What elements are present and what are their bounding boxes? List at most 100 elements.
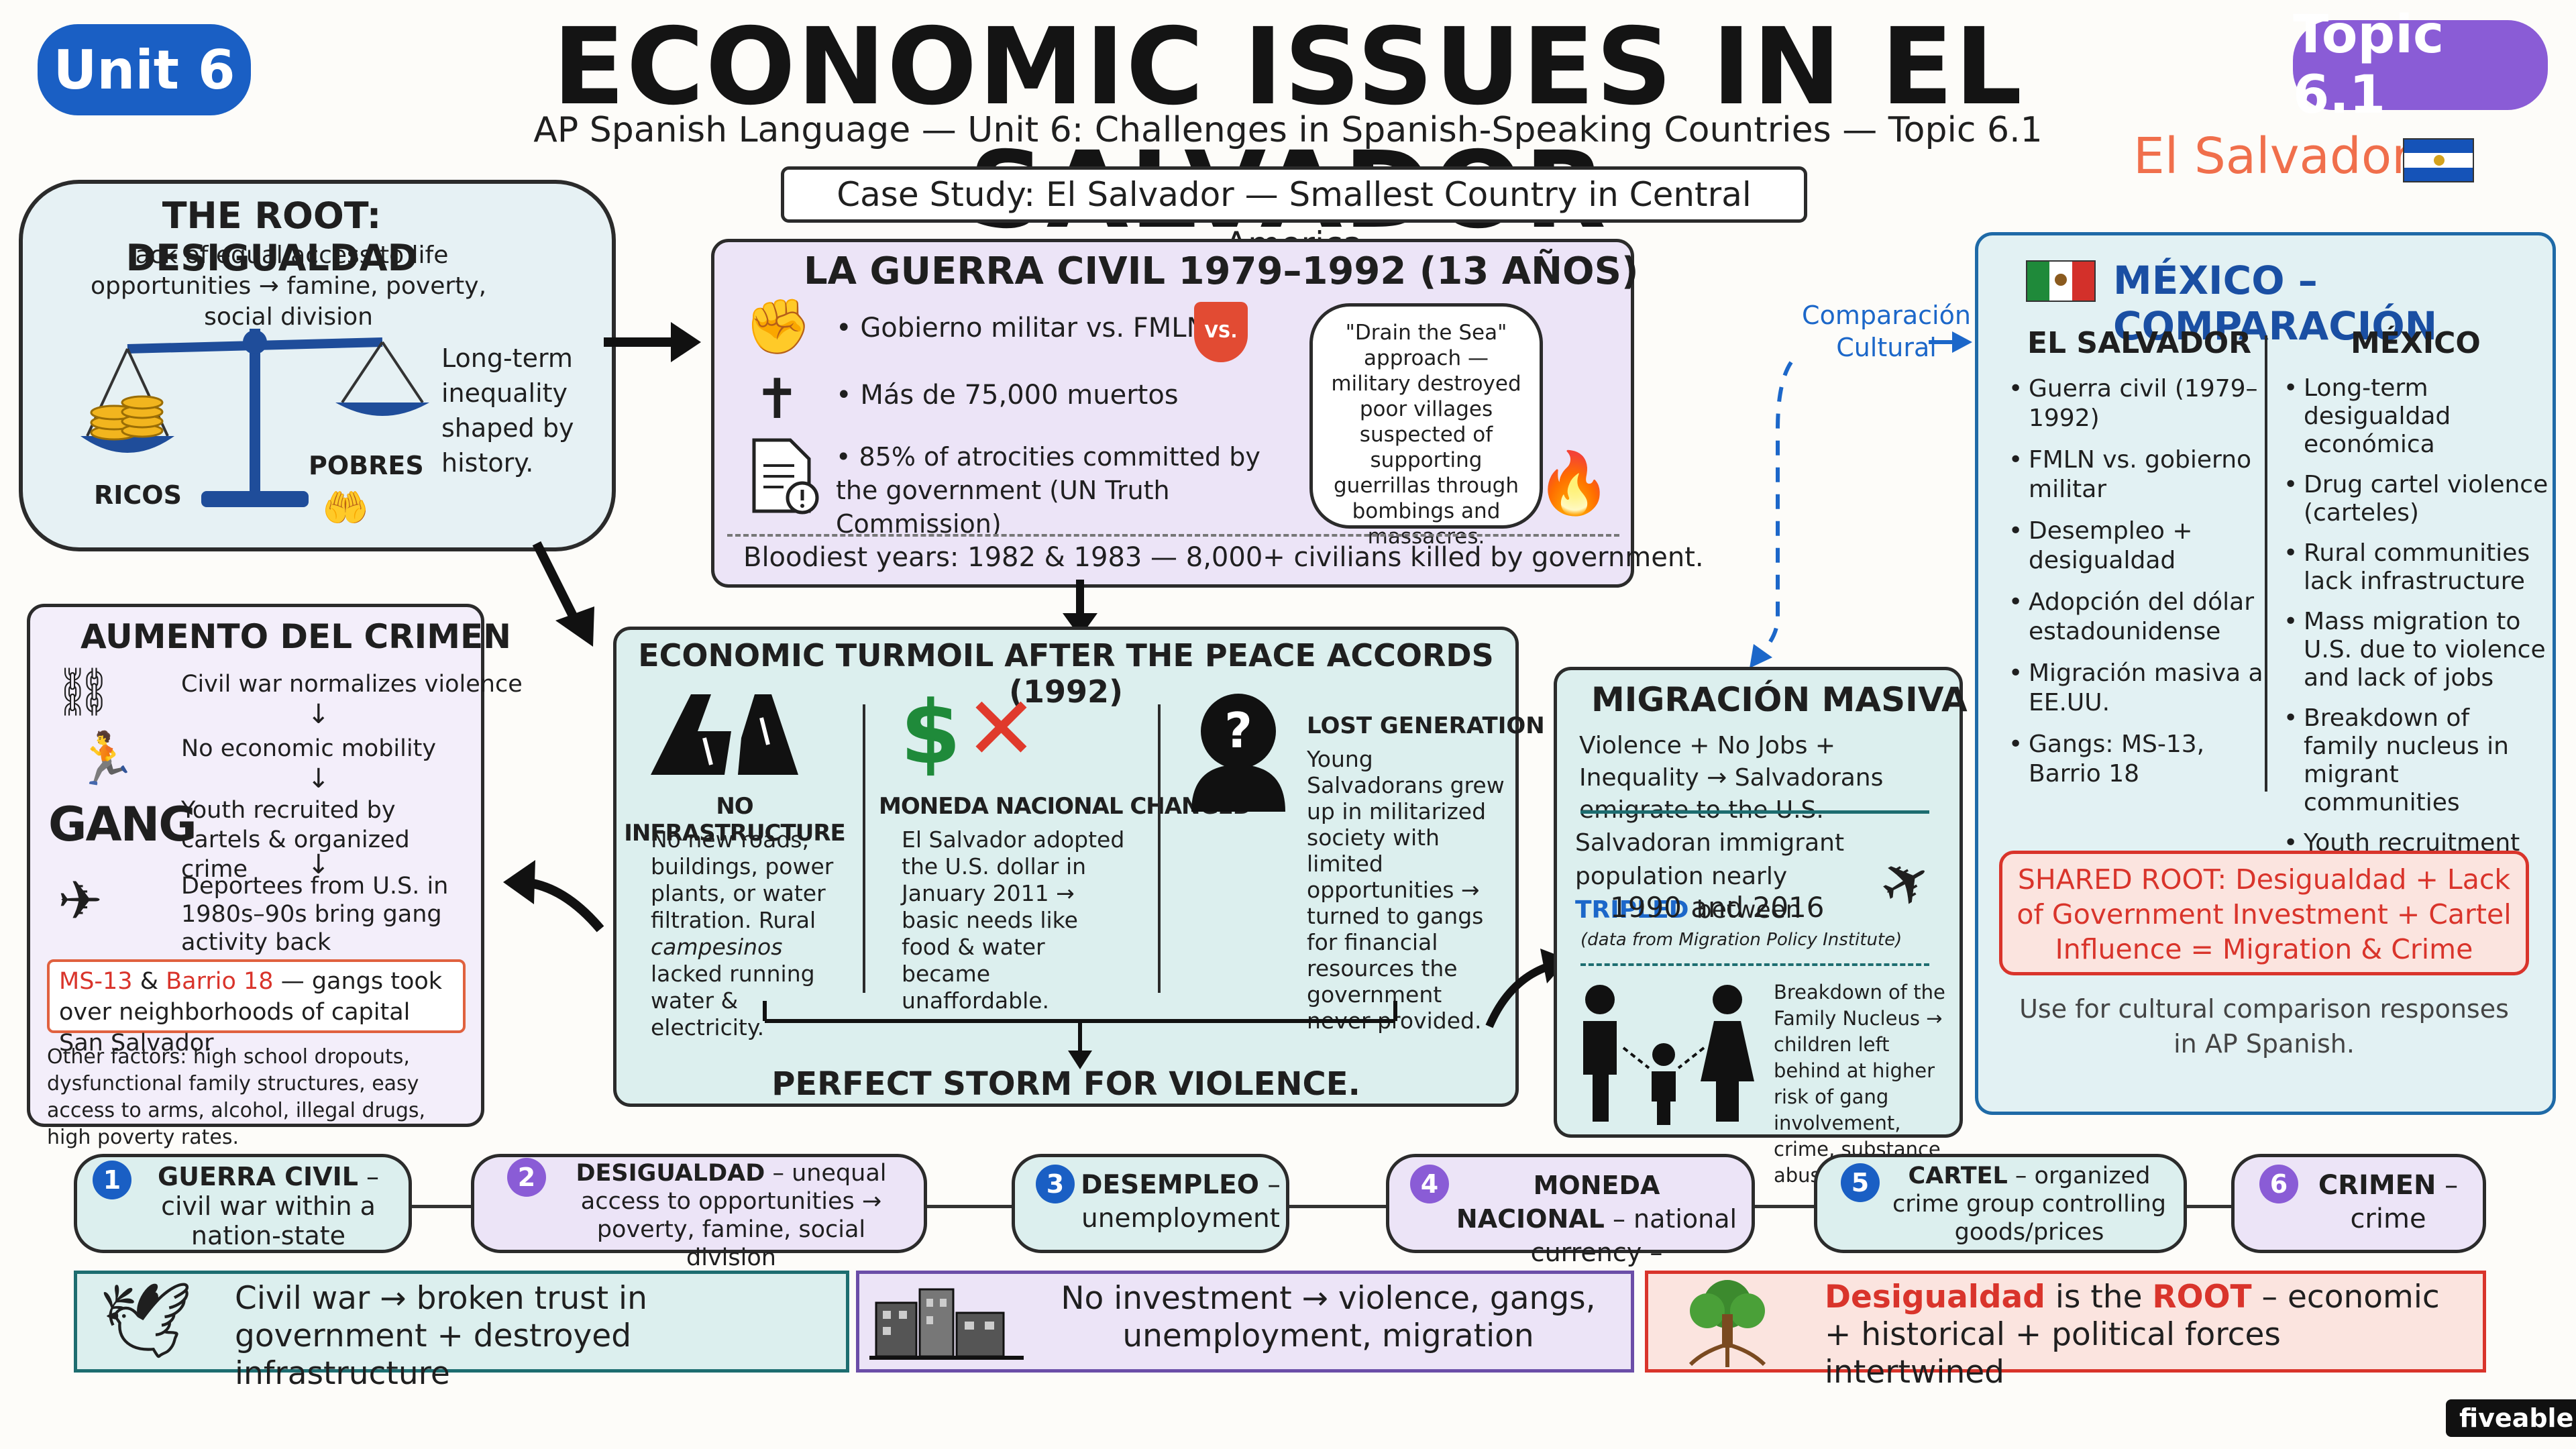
brand-logo: fiveable xyxy=(2446,1399,2576,1437)
migracion-masiva-panel xyxy=(1554,667,1963,1138)
document-warning-icon xyxy=(752,438,819,515)
subtitle: AP Spanish Language — Unit 6: Challenges… xyxy=(533,110,2043,150)
vs-shield-icon: VS. xyxy=(1194,302,1248,362)
crimen-other-factors: Other factors: high school dropouts, dys… xyxy=(47,1045,426,1149)
balance-scale-icon xyxy=(80,329,429,507)
case-study-banner: Case Study: El Salvador — Smallest Count… xyxy=(781,166,1807,264)
migracion-years: 1990 and 2016 xyxy=(1610,891,1825,924)
guerra-item-2: • Más de 75,000 muertos xyxy=(836,380,1179,411)
vocab-text-guerra-civil: GUERRA CIVIL – civil war within a nation… xyxy=(157,1162,380,1250)
list-item: FMLN vs. gobierno militar xyxy=(2006,445,2274,504)
migracion-divider xyxy=(1580,810,1929,814)
migracion-source: (data from Migration Policy Institute) xyxy=(1580,930,1902,950)
guerra-item-1: • Gobierno militar vs. FMLN xyxy=(836,313,1207,343)
red-x-icon: ✕ xyxy=(965,678,1038,780)
aumento-crimen-panel xyxy=(27,604,484,1127)
summary-text-2: No investment → violence, gangs, unemplo… xyxy=(1061,1280,1596,1354)
arrow-guerra-to-turmoil xyxy=(1063,580,1097,637)
turmoil-col3-text: Young Salvadorans grew up in militarized… xyxy=(1307,746,1505,1034)
guerra-footer: Bloodiest years: 1982 & 1983 — 8,000+ ci… xyxy=(743,542,1704,573)
vocab-item-moneda-nacional xyxy=(1386,1154,1755,1253)
guerra-divider xyxy=(727,534,1619,537)
turmoil-col1-text: No new roads, buildings, power plants, o… xyxy=(651,826,834,1040)
vocab-text-moneda-nacional: MONEDA NACIONAL – national currency – xyxy=(1456,1171,1737,1267)
list-item: Adopción del dólar estadounidense xyxy=(2006,588,2274,647)
airplane-icon: ✈ xyxy=(58,869,103,932)
summary-text-3: Desigualdad is the ROOT – economic + his… xyxy=(1825,1279,2440,1391)
turmoil-title: ECONOMIC TURMOIL AFTER THE PEACE ACCORDS… xyxy=(638,637,1494,710)
usage-note: Use for cultural comparison responses in… xyxy=(2019,994,2509,1059)
running-person-icon: 🏃 xyxy=(74,729,138,788)
vocab-number-badge: 6 xyxy=(2259,1165,2298,1203)
family-icon xyxy=(1583,985,1754,1125)
summary-box-3 xyxy=(1645,1271,2486,1373)
list-item: Mass migration to U.S. due to violence a… xyxy=(2281,608,2549,692)
vocab-number-badge: 2 xyxy=(507,1158,546,1197)
comparison-column-divider xyxy=(2265,335,2267,792)
el-salvador-flag-icon xyxy=(2403,138,2474,182)
guerra-title: LA GUERRA CIVIL 1979–1992 (13 AÑOS) xyxy=(804,250,1639,293)
list-item: Long-term desigualdad económica xyxy=(2281,374,2549,459)
question-head-icon: ? xyxy=(1191,694,1285,812)
ms13-box: MS-13 & Barrio 18 — gangs took over neig… xyxy=(47,959,466,1057)
root-side-note: Long-term inequality shaped by history. xyxy=(441,343,574,478)
handcuffs-icon: ⛓ xyxy=(54,664,113,719)
broken-road-icon xyxy=(651,694,798,775)
vocab-text-desempleo: DESEMPLEO – unemployment xyxy=(1081,1170,1281,1234)
crimen-step-1: Civil war normalizes violence xyxy=(181,671,523,698)
vocab-item-cartel xyxy=(1814,1154,2187,1253)
migracion-title: MIGRACIÓN MASIVA xyxy=(1591,680,1968,719)
dove-icon: 🕊 xyxy=(99,1277,193,1363)
down-arrow-icon: ↓ xyxy=(307,699,330,730)
turmoil-col1-title: NO INFRASTRUCTURE xyxy=(624,793,845,847)
vocab-text-crimen: CRIMEN – crime xyxy=(2318,1170,2459,1234)
root-title: THE ROOT: DESIGUALDAD xyxy=(125,195,418,279)
vocab-number-badge: 5 xyxy=(1841,1163,1880,1202)
arrow-turmoil-to-crimen xyxy=(503,860,604,932)
col-el-salvador-title: EL SALVADOR xyxy=(2027,326,2252,360)
buildings-icon xyxy=(869,1288,1024,1360)
list-item: Guerra civil (1979–1992) xyxy=(2006,374,2274,433)
ricos-label: RICOS xyxy=(94,480,182,510)
turmoil-col2-text: El Salvador adopted the U.S. dollar in J… xyxy=(902,826,1125,1014)
country-label: El Salvador xyxy=(2133,127,2412,185)
topic-badge: Topic 6.1 xyxy=(2293,5,2548,125)
list-item: Drug cartel violence (carteles) xyxy=(2281,471,2549,527)
migracion-dashed-divider xyxy=(1580,963,1929,966)
list-item: Rural communities lack infrastructure xyxy=(2281,539,2549,596)
mexico-title: MÉXICO – COMPARACIÓN xyxy=(2113,258,2438,349)
pobres-label: POBRES xyxy=(309,451,424,480)
fire-icon: 🔥 xyxy=(1536,448,1612,519)
turmoil-col2-title: MONEDA NACIONAL CHANGED xyxy=(879,793,1252,820)
col-mexico-title: MÉXICO xyxy=(2351,326,2481,360)
summary-box-1 xyxy=(74,1271,849,1373)
root-description: lack of equal access to life opportuniti… xyxy=(90,241,487,331)
gang-label: GANG xyxy=(48,797,197,852)
dashed-arrow-comparacion xyxy=(1750,331,1972,668)
mexico-flag-icon xyxy=(2026,260,2096,302)
comparacion-cultural-label: Comparación Cultural xyxy=(1802,301,1971,362)
vocab-number-badge: 4 xyxy=(1410,1165,1449,1203)
svg-text:?: ? xyxy=(1224,702,1252,759)
bracket-to-footer xyxy=(763,1001,1397,1069)
migracion-desc: Violence + No Jobs + Inequality → Salvad… xyxy=(1579,732,1884,824)
column-divider xyxy=(1158,704,1161,993)
crimen-step-4: Deportees from U.S. in 1980s–90s bring g… xyxy=(181,873,449,956)
down-arrow-icon: ↓ xyxy=(307,849,330,880)
list-item: Desempleo + desigualdad xyxy=(2006,517,2274,576)
dollar-sign-icon: $ xyxy=(900,682,961,784)
crimen-title: AUMENTO DEL CRIMEN xyxy=(80,617,512,656)
shared-root-box: SHARED ROOT: Desigualdad + Lack of Gover… xyxy=(1999,851,2529,975)
list-item: Gangs: MS-13, Barrio 18 xyxy=(2006,730,2274,789)
migracion-stat: Salvadoran immigrant population nearly T… xyxy=(1575,829,1845,924)
perfect-storm-footer: PERFECT STORM FOR VIOLENCE. xyxy=(771,1065,1360,1103)
down-arrow-icon: ↓ xyxy=(307,763,330,794)
vocab-item-guerra-civil xyxy=(74,1154,412,1253)
tree-roots-icon xyxy=(1688,1280,1766,1367)
cross-icon: ✝ xyxy=(754,368,800,431)
turmoil-col3-title: LOST GENERATION xyxy=(1307,712,1545,739)
vocab-number-badge: 1 xyxy=(93,1161,131,1199)
arrow-root-to-guerra xyxy=(604,322,701,362)
crimen-step-3: Youth recruited by cartels & organized c… xyxy=(181,797,410,883)
summary-text-1: Civil war → broken trust in government +… xyxy=(235,1280,647,1392)
